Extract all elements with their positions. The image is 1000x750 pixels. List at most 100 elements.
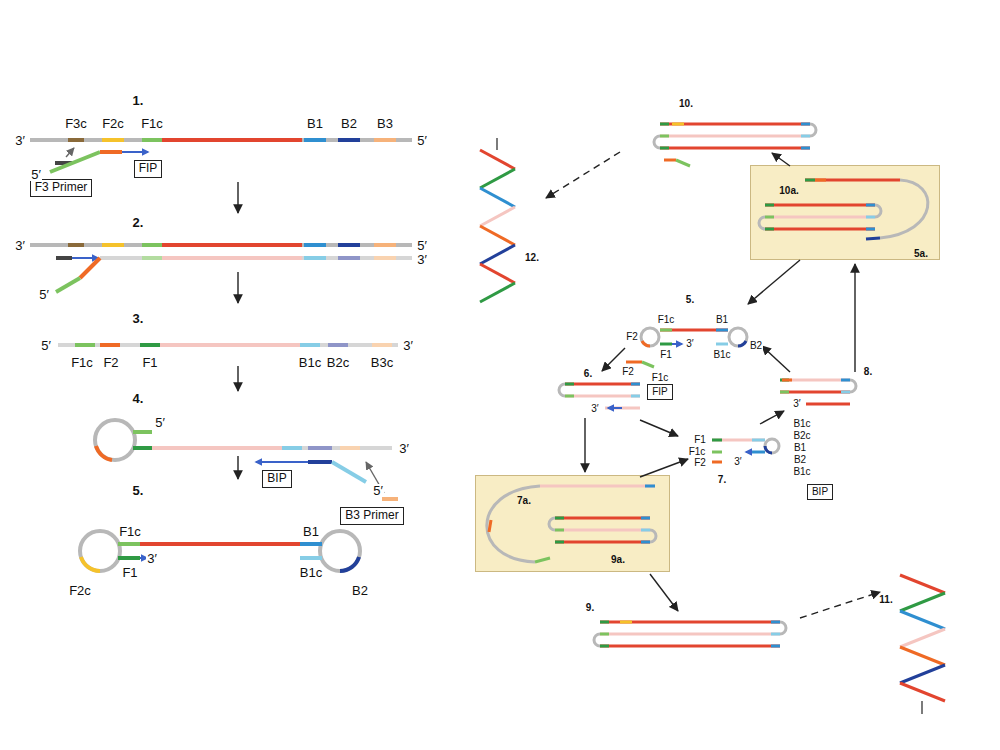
primer-name: FIP — [139, 161, 158, 175]
strand-segment — [921, 701, 922, 714]
primer-box: B3 Primer — [340, 507, 403, 525]
strand-segment — [631, 383, 640, 386]
strand-segment — [328, 343, 348, 347]
strand-segment — [338, 256, 360, 260]
strand-segment — [480, 283, 515, 302]
step-number: 8. — [863, 367, 873, 377]
step-number: 3. — [132, 312, 145, 325]
segment-label: F2 — [621, 367, 635, 377]
segment-label: 3′ — [590, 404, 599, 414]
segment-label: B1c — [712, 350, 731, 360]
primer-name: F3 Primer — [35, 180, 88, 194]
label-text: F2c — [69, 583, 91, 598]
loop — [780, 622, 786, 634]
strand-segment — [765, 204, 875, 207]
loop — [765, 446, 772, 453]
strand-segment — [626, 361, 642, 364]
loop — [594, 634, 600, 646]
step-number: 10. — [678, 99, 694, 109]
strand-segment — [600, 633, 609, 636]
strand-segment — [631, 395, 640, 398]
segment-label: 5′ — [40, 339, 52, 352]
label-text: B1c — [793, 418, 810, 429]
primer-name: FIP — [652, 386, 668, 397]
strand-segment — [162, 138, 302, 142]
strand-segment — [815, 179, 826, 182]
label-text: F1c — [141, 116, 163, 131]
strand-segment — [480, 169, 515, 188]
label-text: 4. — [133, 391, 144, 406]
strand-segment — [900, 683, 945, 701]
step-arrow — [800, 592, 880, 618]
primer-name: B3 Primer — [345, 508, 398, 522]
strand-segment — [866, 216, 875, 219]
loop — [81, 557, 100, 571]
step-number: 11. — [878, 595, 893, 605]
primer-box: BIP — [807, 484, 833, 500]
step-arrow — [237, 272, 238, 303]
strand-segment — [66, 148, 74, 157]
step-arrow — [237, 456, 238, 479]
label-text: 3′ — [147, 551, 157, 566]
label-text: 8. — [864, 366, 872, 377]
label-text: 2. — [133, 215, 144, 230]
segment-label: F1 — [121, 566, 138, 579]
label-text: 5. — [133, 483, 144, 498]
loop — [96, 446, 112, 460]
strand-segment — [660, 123, 810, 126]
segment-label: 3′ — [14, 239, 26, 252]
strand-segment — [712, 439, 722, 442]
segment-label: F1c — [70, 356, 94, 369]
strand-segment — [162, 256, 302, 260]
segment-label: F2 — [102, 356, 119, 369]
loop — [650, 530, 656, 542]
strand-segment — [142, 256, 162, 260]
segment-label: B2 — [793, 455, 807, 465]
label-text: 5′ — [39, 287, 49, 302]
strand-segment — [765, 216, 875, 219]
segment-label: 3′ — [416, 253, 428, 266]
strand-segment — [900, 575, 945, 593]
segment-label: B2c — [326, 356, 350, 369]
label-text: B2c — [793, 430, 810, 441]
strand-path — [487, 486, 540, 562]
segment-label: F1c — [688, 447, 707, 457]
loop — [549, 518, 555, 530]
label-text: 5′ — [373, 483, 383, 498]
strand-segment — [300, 542, 322, 546]
label-text: F1 — [142, 355, 157, 370]
strand-segment — [712, 461, 722, 464]
strand-segment — [118, 556, 140, 560]
segment-label: 3′ — [146, 552, 158, 565]
strand-segment — [660, 329, 728, 332]
strand-segment — [338, 243, 360, 247]
label-text: F1c — [658, 314, 675, 325]
strand-segment — [771, 621, 780, 624]
segment-label: B1 — [302, 525, 320, 538]
label-text: 5′ — [417, 238, 427, 253]
strand-segment — [752, 439, 765, 442]
strand-segment — [565, 383, 574, 386]
strand-segment — [806, 403, 850, 406]
loop — [320, 531, 360, 571]
segment-label: 5′ — [38, 288, 50, 301]
label-text: F1 — [694, 434, 706, 445]
step-number: 5. — [685, 295, 695, 305]
strand-segment — [805, 179, 815, 182]
segment-label: F1 — [141, 356, 158, 369]
segment-label: F2c — [68, 584, 92, 597]
strand-segment — [780, 379, 850, 382]
segment-label: F1c — [118, 525, 142, 538]
step-number: 1. — [132, 94, 145, 107]
strand-segment — [56, 256, 72, 260]
strand-path — [880, 180, 928, 238]
segment-label: 5′ — [416, 239, 428, 252]
strand-segment — [496, 138, 497, 150]
strand-segment — [660, 123, 669, 126]
strand-segment — [100, 150, 122, 154]
loop — [95, 420, 135, 460]
strand-segment — [160, 343, 300, 347]
strand-segment — [866, 238, 880, 239]
segment-label: F1 — [659, 350, 673, 360]
label-text: F1c — [119, 524, 141, 539]
